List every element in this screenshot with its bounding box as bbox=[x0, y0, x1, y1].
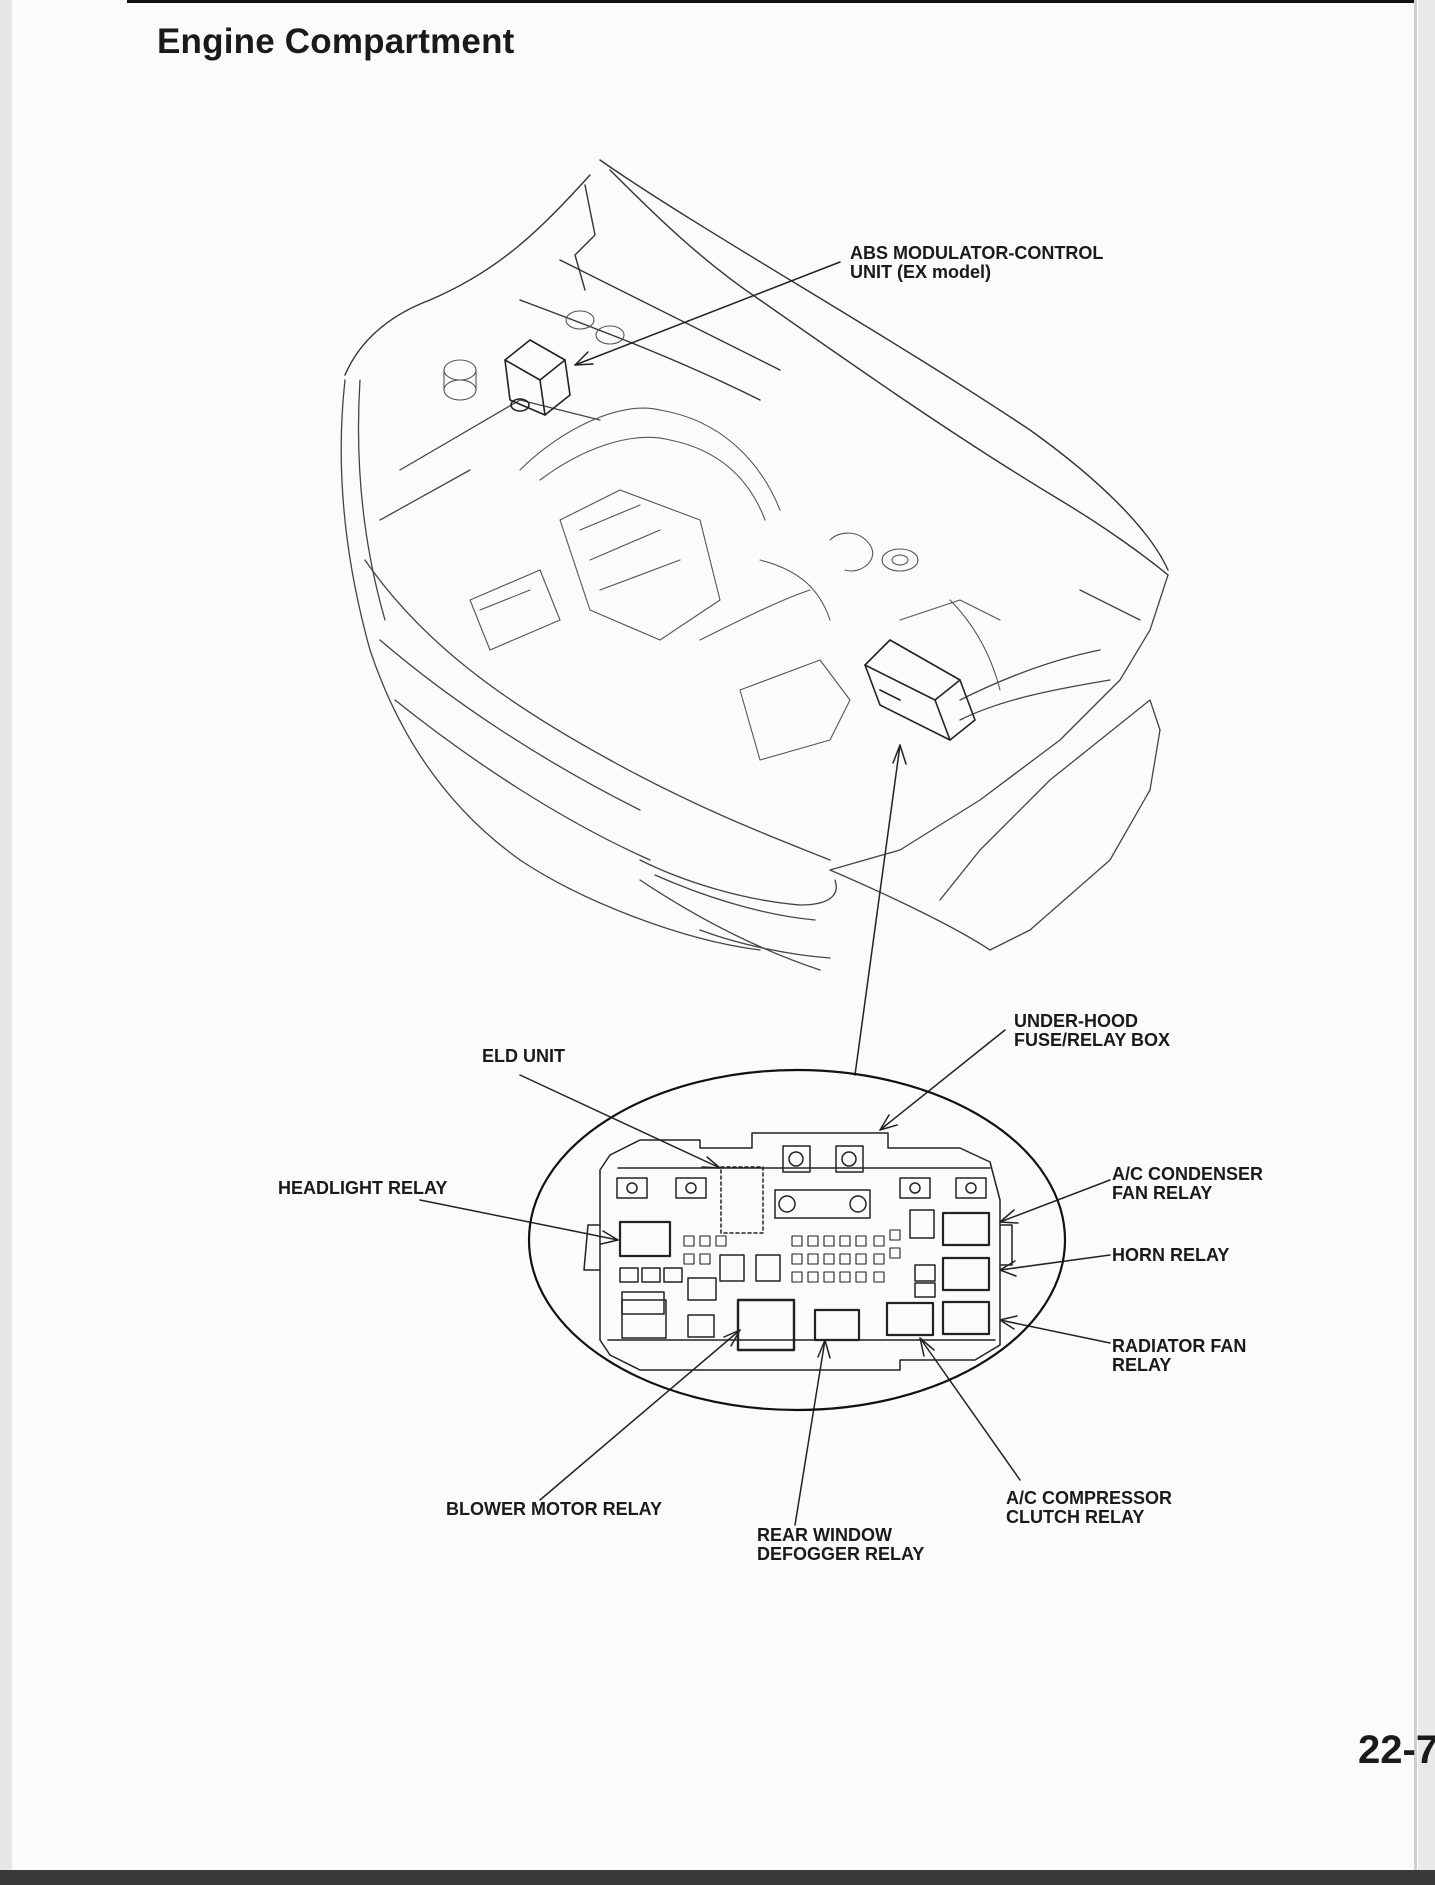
engine-drawing bbox=[443, 310, 1001, 761]
label-abs-modulator-control-unit: ABS MODULATOR-CONTROL UNIT (EX model) bbox=[850, 243, 1104, 282]
label-ac-condenser-fan-relay: A/C CONDENSER FAN RELAY bbox=[1112, 1164, 1264, 1203]
detail-callout-ellipse bbox=[527, 1068, 1067, 1412]
page-number: 22-7 bbox=[1358, 1728, 1435, 1772]
vehicle-body-drawing bbox=[340, 379, 1169, 971]
label-ac-compressor-clutch-relay: A/C COMPRESSOR CLUTCH RELAY bbox=[1006, 1488, 1173, 1527]
top-rule bbox=[127, 0, 1414, 3]
label-horn-relay: HORN RELAY bbox=[1112, 1245, 1230, 1265]
hood-drawing bbox=[344, 159, 1169, 576]
abs-unit-drawing bbox=[504, 339, 571, 416]
page-right-edge bbox=[1414, 0, 1417, 1885]
scan-left-margin bbox=[0, 0, 12, 1885]
label-eld-unit: ELD UNIT bbox=[482, 1046, 565, 1066]
label-radiator-fan-relay: RADIATOR FAN RELAY bbox=[1112, 1336, 1247, 1375]
label-headlight-relay: HEADLIGHT RELAY bbox=[278, 1178, 448, 1198]
leader-lines bbox=[419, 261, 1111, 1526]
label-under-hood-fuse-relay-box: UNDER-HOOD FUSE/RELAY BOX bbox=[1014, 1011, 1171, 1050]
label-blower-motor-relay: BLOWER MOTOR RELAY bbox=[446, 1499, 663, 1519]
scan-right-gutter bbox=[1418, 0, 1435, 1885]
label-rear-window-defogger-relay: REAR WINDOW DEFOGGER RELAY bbox=[757, 1525, 925, 1564]
fuse-box-drawing bbox=[864, 639, 976, 741]
page-title: Engine Compartment bbox=[157, 22, 515, 61]
scan-bottom-edge bbox=[0, 1870, 1435, 1885]
fuse-box-detail bbox=[583, 1132, 1013, 1371]
